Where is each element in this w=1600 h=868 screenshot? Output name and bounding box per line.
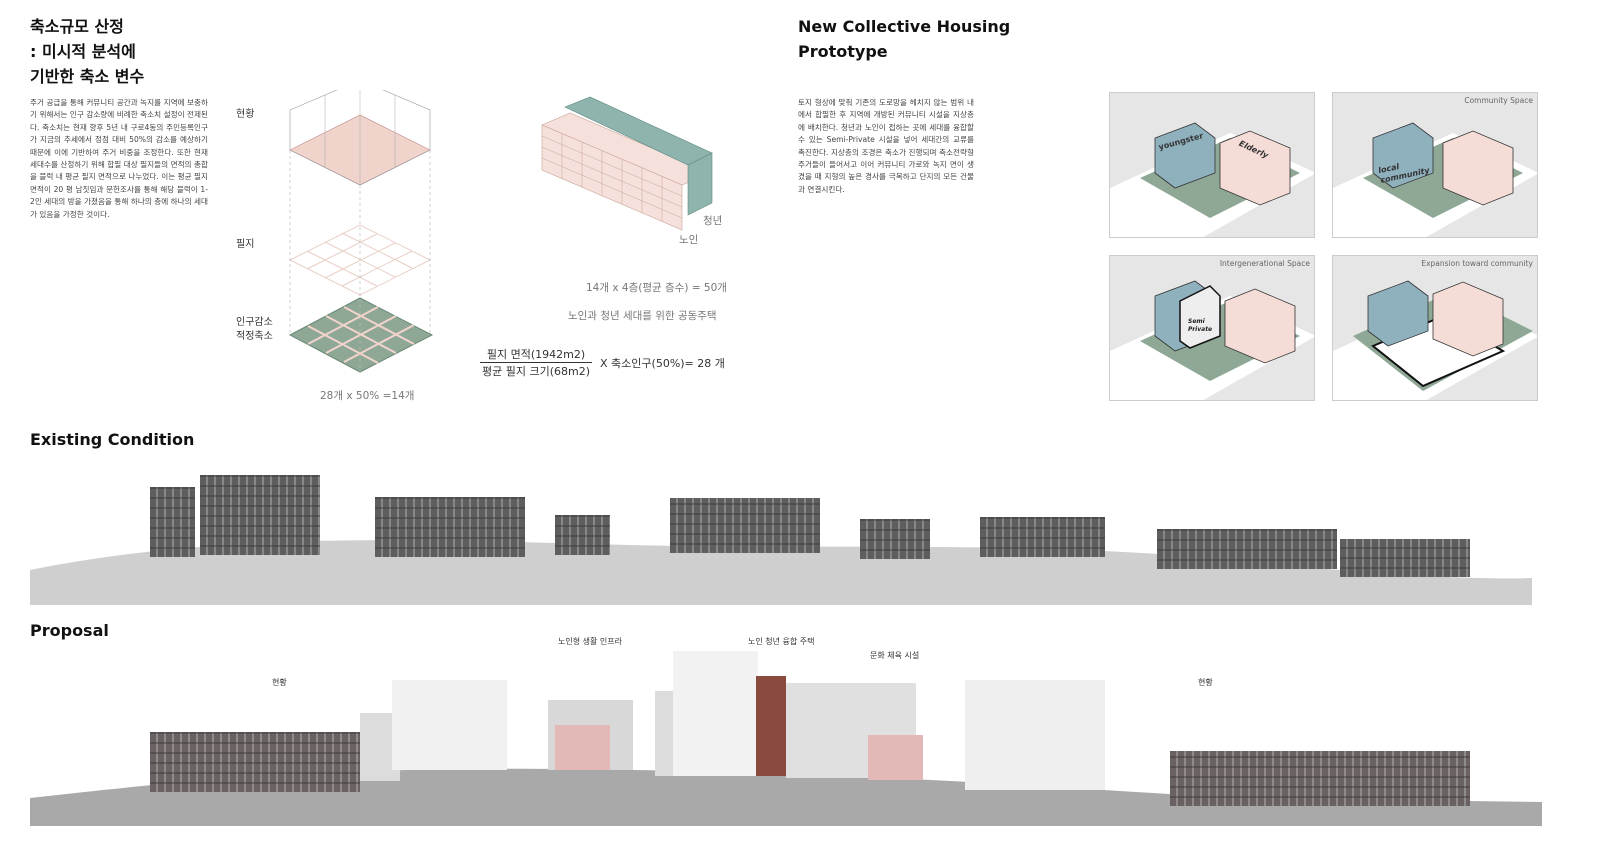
calc-units: 14개 x 4층(평균 층수) = 50개: [586, 282, 727, 294]
existing-building: [1340, 539, 1470, 577]
denominator: 평균 필지 크기(68m2): [482, 365, 591, 378]
fraction: 필지 면적(1942m2) 평균 필지 크기(68m2): [480, 346, 593, 379]
current-buildings-layer: [289, 90, 431, 186]
existing-building: [980, 517, 1105, 557]
existing-building: [150, 732, 360, 792]
panel-caption: Community Space: [1464, 96, 1533, 105]
existing-building: [200, 475, 320, 555]
label-existing-right: 현황: [1198, 678, 1213, 687]
panel-illustration: [1333, 280, 1537, 400]
proposal-streetscape: 현황 노인형 생활 인프라 노인 청년 융합 주택 문화 체육 시설 현황: [30, 637, 1542, 826]
label-line: 인구감소: [236, 317, 273, 328]
prototype-panel-1: youngster Elderly: [1109, 92, 1315, 238]
layer-label-parcel: 필지: [236, 239, 255, 250]
left-title: 축소규모 산정 : 미시적 분석에 기반한 축소 변수: [30, 14, 144, 89]
label-elderly-infra: 노인형 생활 인프라: [558, 637, 622, 646]
reduction-grid-layer: [288, 297, 434, 373]
panel-caption: Intergenerational Space: [1219, 259, 1310, 268]
calc-parcels: 28개 x 50% =14개: [320, 390, 415, 402]
existing-building: [670, 498, 820, 553]
title-line: 축소규모 산정: [30, 17, 124, 36]
exploded-axonometric-diagram: [288, 90, 434, 373]
formula: 필지 면적(1942m2) 평균 필지 크기(68m2) X 축소인구(50%)…: [480, 346, 725, 379]
proposal-title: Proposal: [30, 621, 109, 640]
right-title: New Collective Housing Prototype: [798, 14, 1010, 64]
panel-illustration: [1110, 122, 1314, 237]
prototype-panel-2: Community Space local community: [1332, 92, 1538, 238]
label-culture-sports: 문화 체육 시설: [870, 651, 920, 660]
label-line: 적정축소: [236, 331, 273, 342]
existing-building: [555, 515, 610, 555]
proposed-building: [673, 651, 758, 776]
title-line: : 미시적 분석에: [30, 42, 136, 61]
right-paragraph: 토지 형상에 맞춰 기존의 도로망을 헤치지 않는 범위 내에서 합필한 후 지…: [798, 98, 974, 194]
proposed-building: [756, 676, 786, 776]
stacked-units-diagram: [541, 96, 713, 231]
layer-label-current: 현황: [236, 109, 255, 120]
label-youth: 청년: [703, 215, 723, 227]
proposed-building: [868, 735, 923, 780]
formula-result: X 축소인구(50%)= 28 개: [600, 356, 725, 370]
calc-housing-type: 노인과 청년 세대를 위한 공동주택: [568, 310, 717, 322]
numerator: 필지 면적(1942m2): [480, 346, 593, 363]
layer-label-reduction: 인구감소 적정축소: [236, 316, 273, 344]
title-line: New Collective Housing: [798, 17, 1011, 36]
title-line: Prototype: [798, 42, 888, 61]
existing-building: [1170, 751, 1470, 806]
existing-building: [860, 519, 930, 559]
existing-condition-title: Existing Condition: [30, 430, 195, 449]
label-semi-private: Semi Private: [1188, 318, 1212, 334]
youth-units: [564, 96, 713, 216]
left-paragraph: 주거 공급을 통해 커뮤니티 공간과 녹지를 지역에 보충하기 위해서는 인구 …: [30, 98, 208, 219]
existing-building: [1157, 529, 1337, 569]
title-line: 기반한 축소 변수: [30, 67, 145, 86]
prototype-panel-4: Expansion toward community: [1332, 255, 1538, 401]
prototype-panel-3: Intergenerational Space Semi Private: [1109, 255, 1315, 401]
panel-caption: Expansion toward community: [1421, 259, 1533, 268]
label-elderly: 노인: [679, 234, 699, 246]
existing-building: [150, 487, 195, 557]
existing-building: [375, 497, 525, 557]
proposed-building: [965, 680, 1105, 790]
terrain: [30, 768, 1542, 826]
proposed-building: [555, 725, 610, 770]
label-mixed-housing: 노인 청년 융합 주택: [748, 637, 815, 646]
label-line: Private: [1188, 326, 1213, 333]
label-line: Semi: [1188, 318, 1205, 325]
panel-illustration: [1110, 280, 1314, 400]
panel-illustration: [1333, 122, 1537, 237]
existing-streetscape: [30, 470, 1532, 605]
proposed-building: [392, 680, 507, 770]
label-existing-left: 현황: [272, 678, 287, 687]
